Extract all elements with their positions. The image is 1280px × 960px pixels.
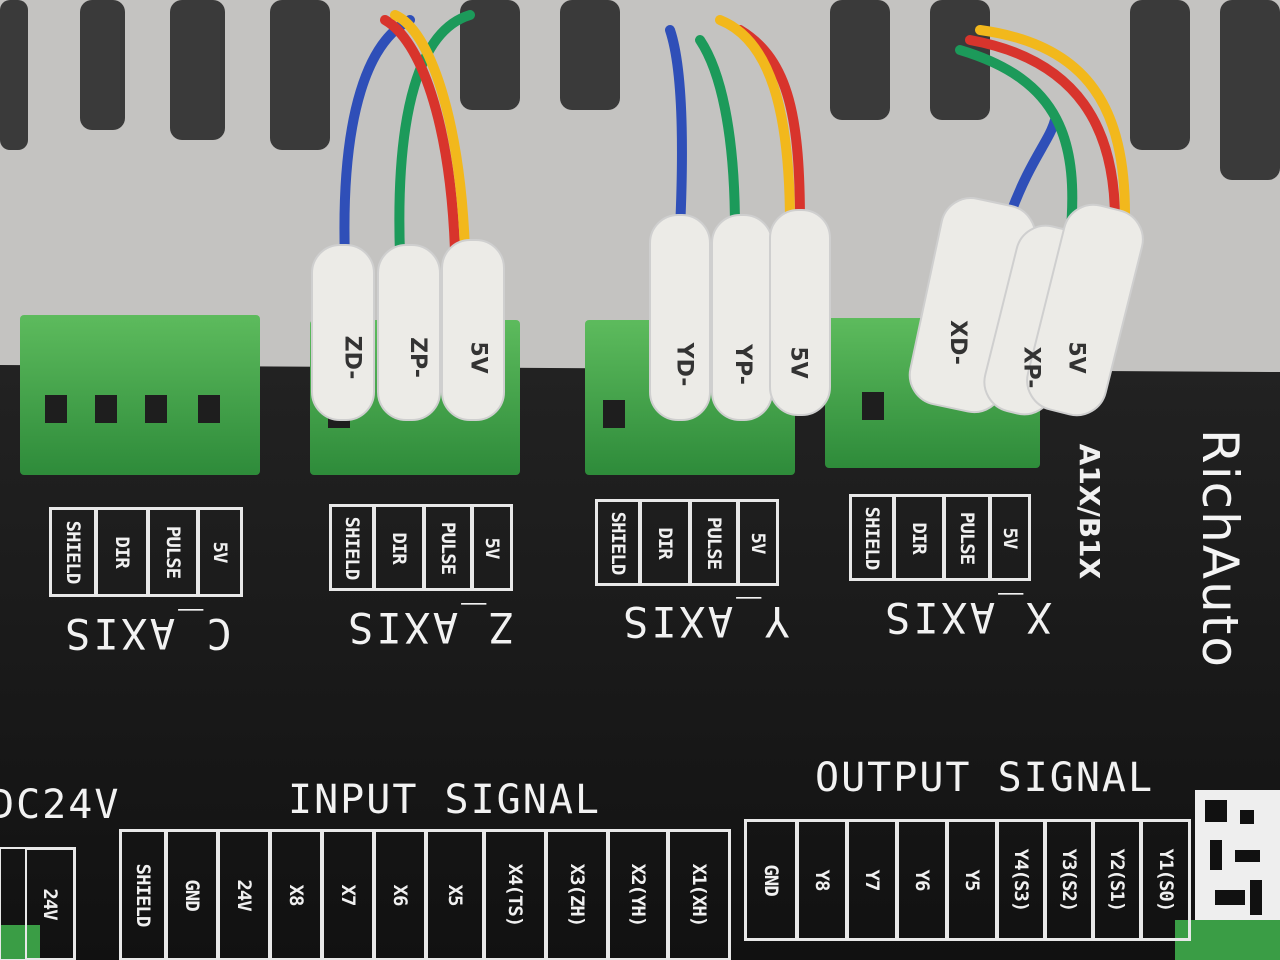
pin-label: SHIELD (850, 495, 894, 580)
pin-label: GND (166, 830, 218, 960)
pin-label: 5V (198, 508, 242, 596)
pin-label: X5 (426, 830, 484, 960)
pin-label: Y1(S0) (1141, 820, 1190, 940)
axis-label-x: X_AXIS (882, 593, 1052, 642)
power-label: DC24V (0, 782, 121, 828)
pin-label: X6 (374, 830, 426, 960)
pin-label: 5V (990, 495, 1030, 580)
pin-label: 5V (738, 500, 778, 585)
wire-sleeves (311, 197, 1144, 421)
sleeve-label: 5V (785, 346, 811, 379)
sleeve-label: YD- (671, 342, 697, 387)
pin-label: SHIELD (120, 830, 166, 960)
pin-label: 5V (472, 505, 512, 590)
pin-label: SHIELD (50, 508, 96, 596)
pin-label: PULSE (690, 500, 738, 585)
pin-label: Y2(S1) (1093, 820, 1141, 940)
pin-label: Y7 (847, 820, 897, 940)
pin-label: X4(TS) (484, 830, 546, 960)
pin-label: SHIELD (596, 500, 640, 585)
output-signal-title: OUTPUT SIGNAL (815, 755, 1155, 801)
input-signal-pins: SHIELD GND 24V X8 X7 X6 X5 X4(TS) X3(ZH)… (120, 830, 730, 960)
pin-label: DIR (894, 495, 944, 580)
wires-x (955, 25, 1130, 245)
pin-label: PULSE (944, 495, 990, 580)
pin-label: Y6 (897, 820, 947, 940)
wires-y (665, 15, 805, 235)
sleeve-label: ZP- (404, 337, 430, 378)
pin-label: 24V (25, 848, 75, 960)
pin-label: Y8 (797, 820, 847, 940)
pin-label: Y3(S2) (1045, 820, 1093, 940)
pin-label: X8 (270, 830, 322, 960)
axis-label-c: C_AXIS (62, 609, 232, 658)
pin-label: X1(XH) (668, 830, 730, 960)
pin-label: DIR (640, 500, 690, 585)
input-signal-title: INPUT SIGNAL (288, 777, 601, 823)
controller-board (0, 365, 1280, 960)
pin-label: X3(ZH) (546, 830, 608, 960)
brand-logo: RichAuto (1190, 429, 1249, 669)
sleeve-label: XP- (1018, 346, 1044, 389)
pin-label: PULSE (424, 505, 472, 590)
axis-label-y: Y_AXIS (620, 597, 790, 646)
pin-label: Y4(S3) (997, 820, 1045, 940)
wires-z (339, 10, 475, 265)
pin-label: PULSE (148, 508, 198, 596)
pin-label: DIR (96, 508, 148, 596)
pin-label: SHIELD (330, 505, 374, 590)
sleeve-label: ZD- (339, 335, 365, 380)
sleeve-label: YP- (729, 344, 755, 385)
sleeve-label: 5V (465, 341, 491, 374)
sleeve-label: XD- (944, 320, 970, 365)
pin-label: DIR (374, 505, 424, 590)
vent-slots (0, 0, 1280, 180)
pin-label: GND (745, 820, 797, 940)
output-signal-pins: GND Y8 Y7 Y6 Y5 Y4(S3) Y3(S2) Y2(S1) Y1(… (745, 820, 1190, 940)
pin-label: X2(YH) (608, 830, 668, 960)
sleeve-label: 5V (1063, 341, 1089, 374)
pin-label: 24V (218, 830, 270, 960)
pin-label: Y5 (947, 820, 997, 940)
axis-label-z: Z_AXIS (345, 603, 515, 652)
model-label: A1X/B1X (1073, 443, 1107, 580)
pin-label: X7 (322, 830, 374, 960)
